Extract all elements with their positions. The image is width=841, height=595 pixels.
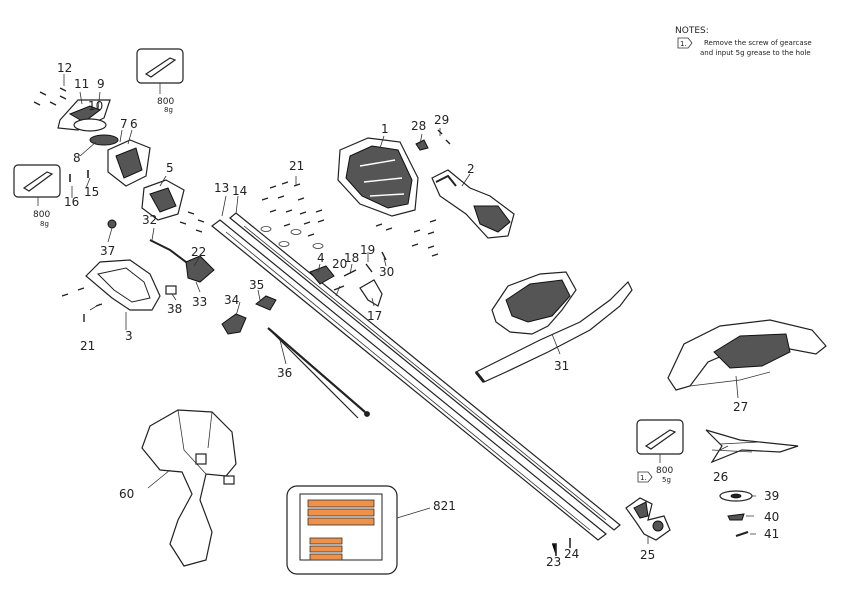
notes-marker: 1. [680,40,687,48]
leader-lines [63,74,756,556]
part-label: 38 [167,302,182,316]
drive-cable [267,327,370,419]
screws [33,87,451,322]
part-label: 3 [125,329,133,343]
switch-parts [221,295,277,335]
part-label: 29 [434,113,449,127]
part-label: 39 [764,489,779,503]
notes-line-1: Remove the screw of gearcase [704,39,812,47]
notes-block: NOTES: 1. Remove the screw of gearcase a… [675,26,812,57]
part-label: 28 [411,119,426,133]
grease-callout-right: 800 5g 1. [636,419,684,484]
notes-heading: NOTES: [675,26,709,36]
label-stripe [309,545,343,553]
label-stripe [307,517,375,526]
part-label: 40 [764,510,779,524]
label-stripe [307,499,375,508]
part-label: 35 [249,278,264,292]
grease-unit-top: 8g [164,106,173,114]
part-label: 2 [467,162,475,176]
part-label: 24 [564,547,579,561]
grease-tube-icon [144,57,177,78]
part-label: 37 [100,244,115,258]
part-label: 6 [130,117,138,131]
part-label: 14 [232,184,247,198]
grease-amount-left: 800 [33,210,50,220]
part-label: 9 [97,77,105,91]
part-label: 60 [119,487,134,501]
label-stripe [309,537,343,545]
shoulder-harness [141,409,237,567]
part-label: 8 [73,151,81,165]
part-label: 18 [344,251,359,265]
part-labels: 1 2 3 4 5 6 7 8 9 10 11 12 13 14 15 16 1… [57,61,779,569]
grass-guard [667,319,827,391]
gear-head [625,497,671,541]
part-label: 26 [713,470,728,484]
grease-tube-icon [22,171,54,192]
grease-amount-top: 800 [157,97,174,107]
handle-cover [85,259,161,311]
part-label: 7 [120,117,128,131]
part-label: 17 [367,309,382,323]
part-label: 4 [317,251,325,265]
part-label: 25 [640,548,655,562]
part-label: 11 [74,77,89,91]
part-label: 15 [84,185,99,199]
part-label: 19 [360,243,375,257]
part-label: 23 [546,555,561,569]
shaft-tube [211,212,621,541]
notes-line-2: and input 5g grease to the hole [700,49,811,57]
blade-washers [719,490,753,537]
grease-unit-left: 8g [40,220,49,228]
part-label: 36 [277,366,292,380]
bike-handle [474,271,633,383]
part-label: 5 [166,161,174,175]
part-label: 12 [57,61,72,75]
notes-marker-icon [677,37,693,49]
part-label: 41 [764,527,779,541]
wiring-harness [107,219,215,295]
part-label: 16 [64,195,79,209]
part-label: 22 [191,245,206,259]
part-label: 821 [433,499,456,513]
part-label: 13 [214,181,229,195]
part-label: 32 [142,213,157,227]
part-label: 33 [192,295,207,309]
small-parts [309,139,429,307]
grease-amount-right: 800 [656,466,673,476]
grease-callout-left: 800 8g [13,164,61,228]
part-label: 31 [554,359,569,373]
part-label: 1 [381,122,389,136]
part-label: 21 [80,339,95,353]
rear-handle [431,169,515,239]
part-label: 34 [224,293,239,307]
label-stripe [307,508,375,517]
label-stripe [309,553,343,561]
cutting-blade [705,429,799,464]
motor-housing [337,137,419,217]
grease-tube-icon [644,429,677,450]
label-sheet [286,485,431,575]
part-label: 30 [379,265,394,279]
part-label: 10 [88,99,103,113]
part-label: 21 [289,159,304,173]
part-label: 27 [733,400,748,414]
part-label: 20 [332,257,347,271]
motor-assembly [57,99,185,221]
grease-callout-top: 800 8g [136,48,184,114]
callout-marker-icon [637,471,653,483]
callout-marker: 1. [640,474,647,482]
grease-unit-right: 5g [662,476,671,484]
